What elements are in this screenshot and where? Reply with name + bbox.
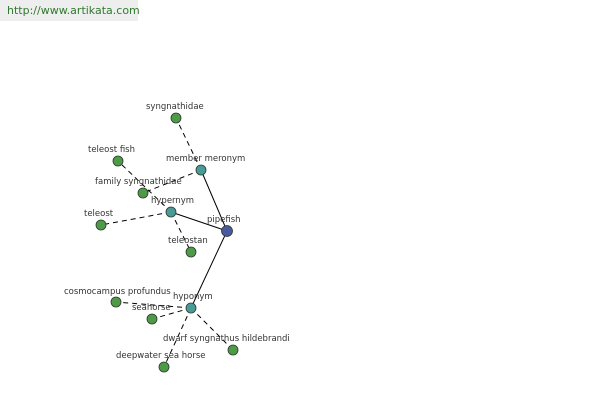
edge-hyponym-to-dwarf-syngnathus-hildebrandi [190,307,234,351]
node-label-cosmocampus-profundus[interactable]: cosmocampus profundus [64,287,171,297]
edge-pipefish-to-hyponym [190,230,228,309]
edge-hyponym-to-cosmocampus-profundus [115,301,192,309]
node-teleost-fish[interactable] [112,155,124,167]
nodes-layer [95,112,239,373]
node-label-family-syngnathidae[interactable]: family syngnathidae [95,177,182,187]
edge-hyponym-to-deepwater-sea-horse [163,307,192,368]
node-label-dwarf-syngnathus-hildebrandi[interactable]: dwarf syngnathus hildebrandi [163,334,290,344]
edge-hyponym-to-seahorse [151,307,192,320]
node-family-syngnathidae[interactable] [137,187,149,199]
edge-hypernym-to-teleost-fish [117,160,172,213]
node-label-member-meronym[interactable]: member meronym [166,154,245,164]
node-member-meronym[interactable] [195,164,207,176]
node-label-teleost-fish[interactable]: teleost fish [88,145,135,155]
edge-member-meronym-to-family-syngnathidae [142,169,202,194]
labels-layer: pipefish member meronym hypernym hyponym syn… [64,102,290,361]
edges-layer [100,117,234,368]
node-label-deepwater-sea-horse[interactable]: deepwater sea horse [116,351,205,361]
node-teleost[interactable] [95,219,107,231]
node-cosmocampus-profundus[interactable] [110,296,122,308]
edge-hypernym-to-teleost [100,211,172,226]
node-label-hyponym[interactable]: hyponym [173,292,213,302]
node-label-teleost[interactable]: teleost [84,209,114,219]
node-hyponym[interactable] [185,302,197,314]
edge-pipefish-to-member-meronym [200,169,228,232]
edge-hypernym-to-teleostan [170,211,192,253]
node-label-hypernym[interactable]: hypernym [151,196,194,206]
node-deepwater-sea-horse[interactable] [158,361,170,373]
node-label-syngnathidae[interactable]: syngnathidae [146,102,204,112]
node-teleostan[interactable] [185,246,197,258]
site-url-link[interactable]: http://www.artikata.com [7,4,140,17]
node-label-teleostan[interactable]: teleostan [168,236,208,246]
edge-member-meronym-to-syngnathidae [175,117,202,171]
node-label-seahorse[interactable]: seahorse [132,303,171,313]
node-hypernym[interactable] [165,206,177,218]
edge-pipefish-to-hypernym [170,211,228,232]
node-syngnathidae[interactable] [170,112,182,124]
url-banner: http://www.artikata.com [0,0,140,21]
node-seahorse[interactable] [146,313,158,325]
node-dwarf-syngnathus-hildebrandi[interactable] [227,344,239,356]
node-label-pipefish[interactable]: pipefish [207,215,241,225]
node-pipefish[interactable] [221,225,233,237]
